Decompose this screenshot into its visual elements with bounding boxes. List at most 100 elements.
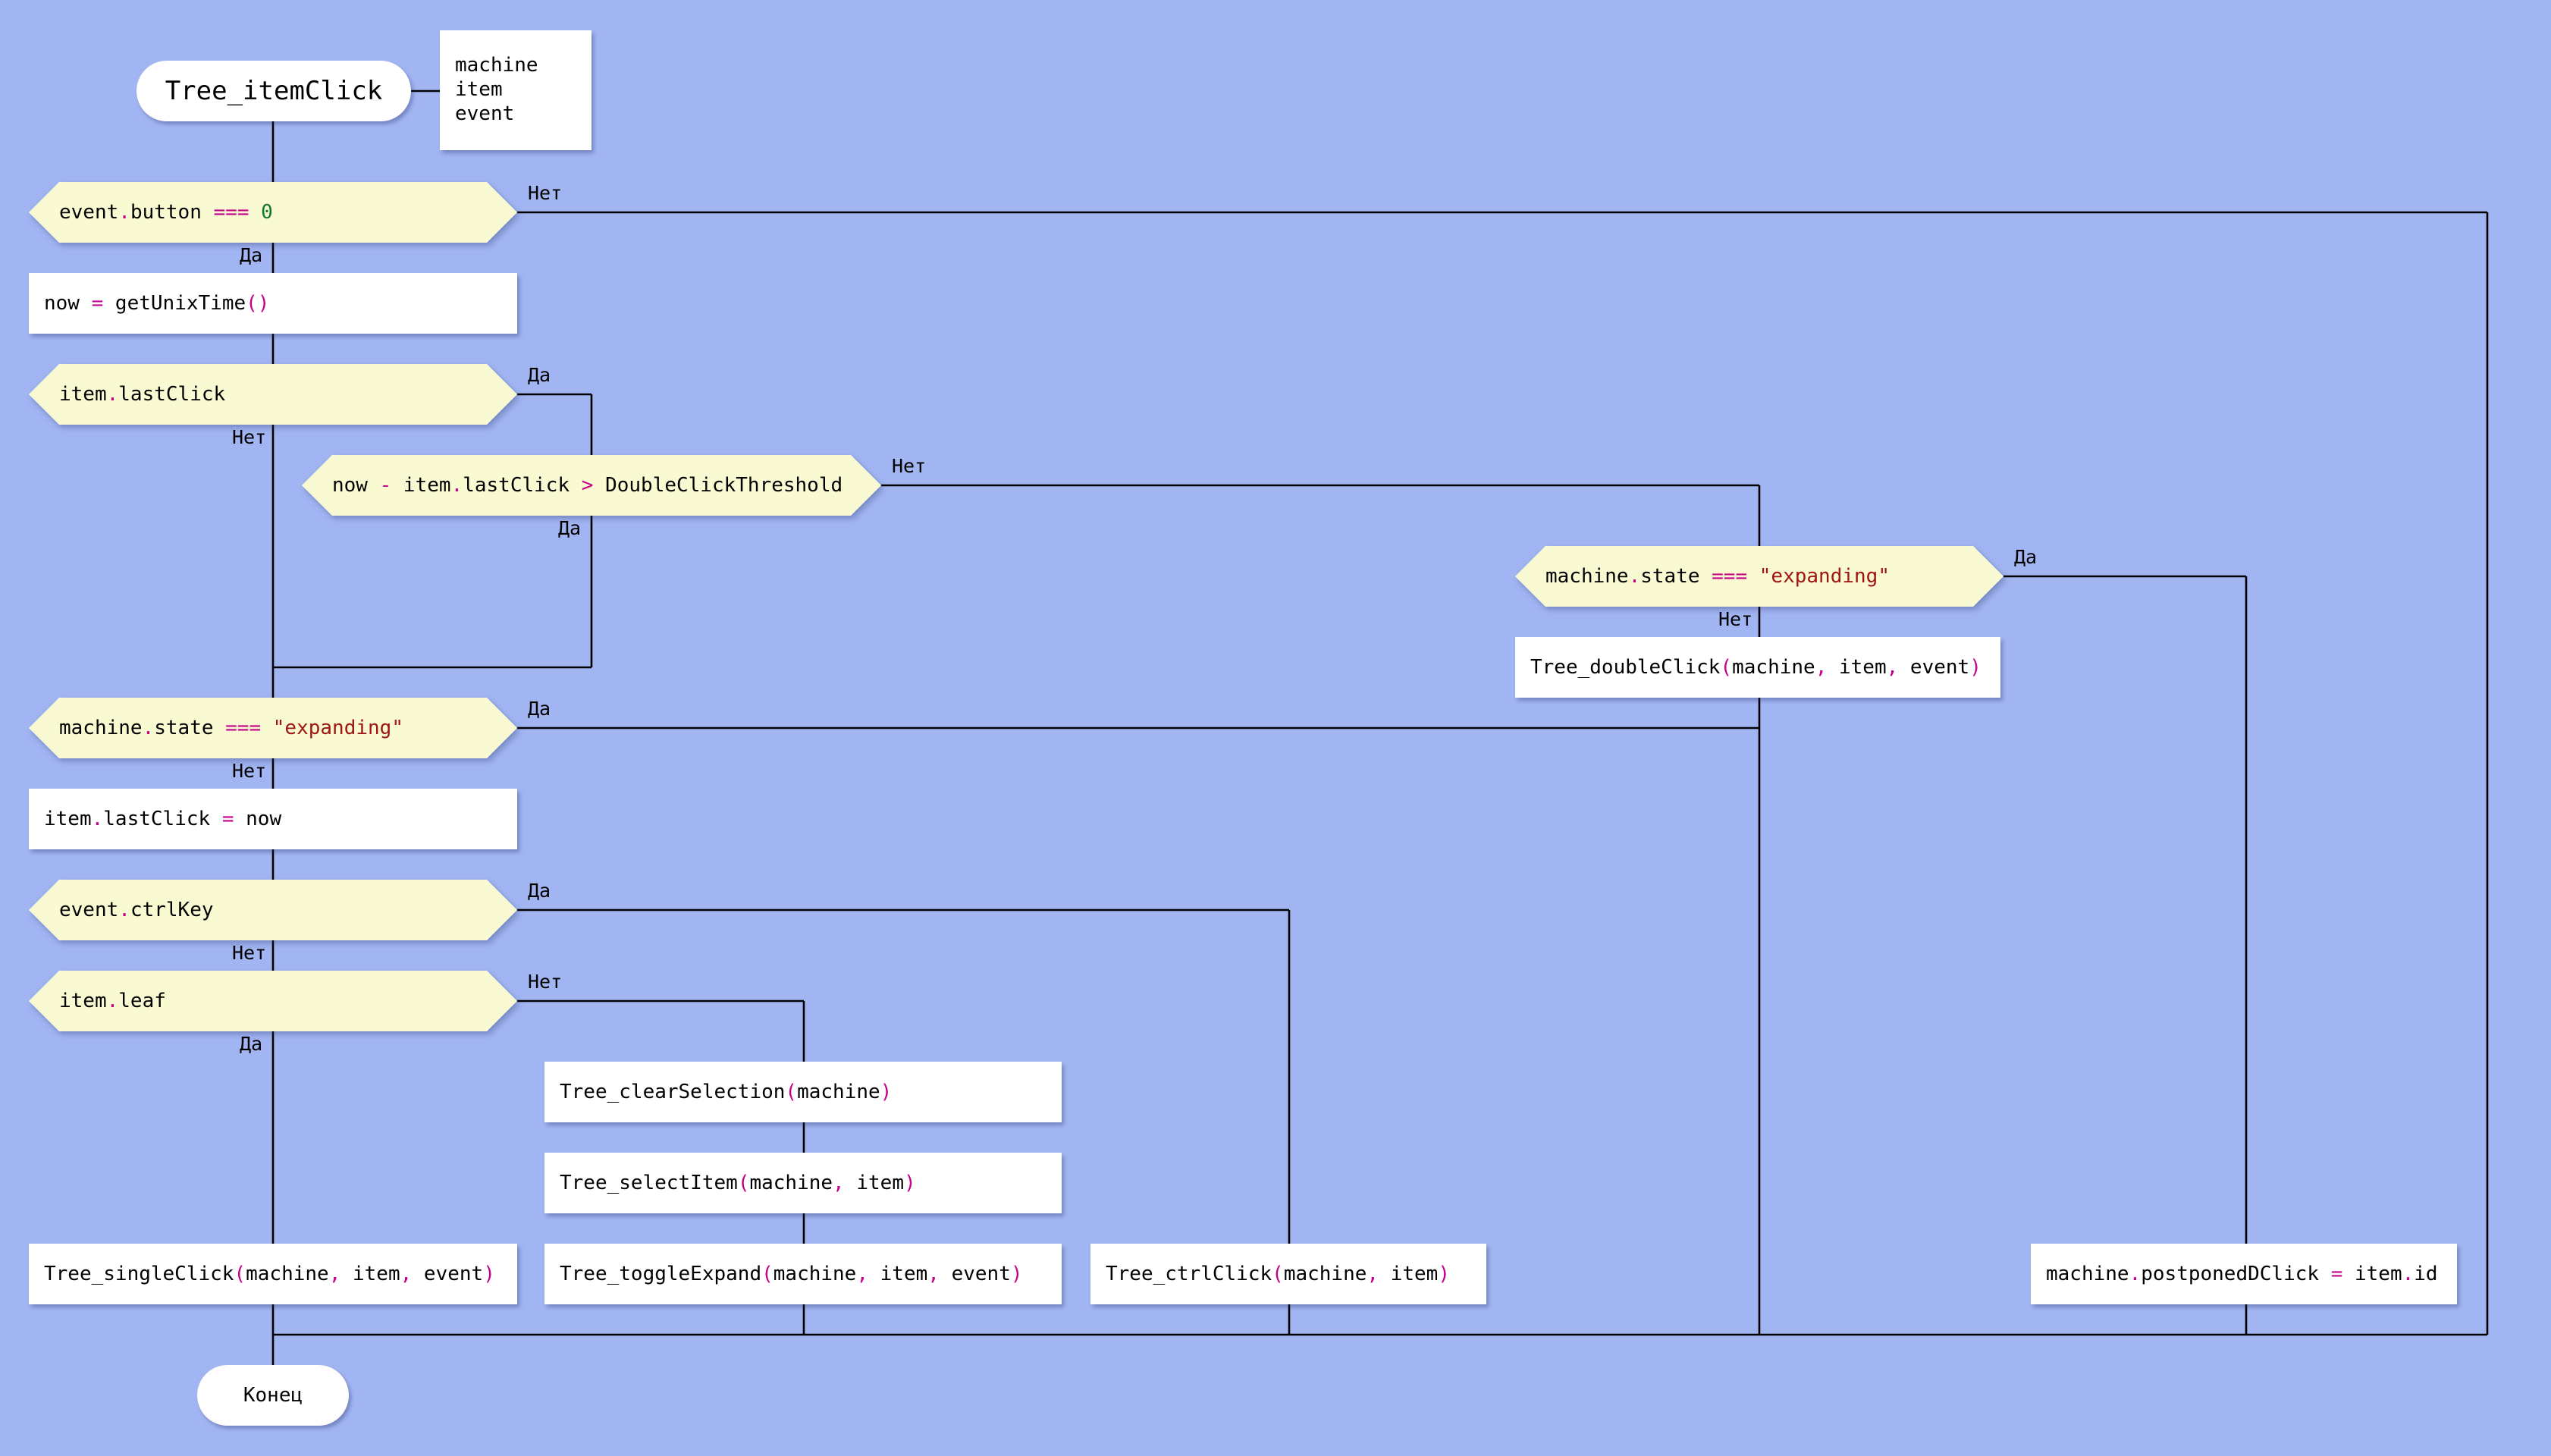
code-token: Tree_ctrlClick xyxy=(1106,1263,1272,1285)
code-token: item xyxy=(340,1263,400,1285)
code-token: now xyxy=(234,808,282,830)
code-token: = xyxy=(221,808,234,830)
branch-label: Нет xyxy=(1718,608,1753,630)
code-token: > xyxy=(581,474,594,497)
code-token: ( xyxy=(1720,656,1733,679)
condition-text: machine.state === "expanding" xyxy=(1515,565,1890,588)
code-token: event xyxy=(59,899,119,921)
code-token: item xyxy=(1827,656,1887,679)
code-token: , xyxy=(856,1263,868,1285)
code-token: ) xyxy=(1438,1263,1450,1285)
branch-label: Нет xyxy=(528,971,563,993)
code-token: machine xyxy=(1732,656,1815,679)
code-token: , xyxy=(400,1263,413,1285)
code-token: postponedDClick xyxy=(2141,1263,2331,1285)
code-token: () xyxy=(246,292,270,315)
code-token: leaf xyxy=(118,990,166,1012)
branch-label: Да xyxy=(528,698,551,720)
branch-label: Да xyxy=(2014,546,2038,568)
condition-text: item.lastClick xyxy=(29,383,225,406)
branch-label: Да xyxy=(240,1033,263,1055)
code-token: ) xyxy=(1969,656,1981,679)
code-token: ( xyxy=(1272,1263,1284,1285)
code-token: , xyxy=(1886,656,1899,679)
condition-item-last-click: item.lastClick xyxy=(29,364,517,425)
code-token: . xyxy=(2129,1263,2142,1285)
code-token: === xyxy=(1712,565,1748,588)
condition-text: item.leaf xyxy=(29,990,166,1012)
code-token: . xyxy=(106,990,119,1012)
code-token: "expanding" xyxy=(1759,565,1890,588)
code-token: now xyxy=(44,292,92,315)
condition-text: machine.state === "expanding" xyxy=(29,717,403,739)
condition-shape xyxy=(29,880,517,940)
action-tree-toggle-expand: Tree_toggleExpand(machine, item, event) xyxy=(544,1244,1062,1304)
code-token: - xyxy=(379,474,392,497)
code-token: Tree_singleClick xyxy=(44,1263,234,1285)
branch-label: Нет xyxy=(232,426,267,448)
action-tree-clear-selection: Tree_clearSelection(machine) xyxy=(544,1062,1062,1122)
code-token: item xyxy=(391,474,451,497)
condition-shape xyxy=(1515,546,2003,607)
start-node: Tree_itemClick xyxy=(136,61,411,121)
code-token: ( xyxy=(761,1263,773,1285)
start-node-label: Tree_itemClick xyxy=(165,76,383,106)
parameter-name: event xyxy=(455,102,515,125)
code-token: machine xyxy=(2046,1263,2129,1285)
action-tree-double-click: Tree_doubleClick(machine, item, event) xyxy=(1515,637,2000,698)
code-token: now xyxy=(332,474,380,497)
code-token: === xyxy=(213,201,249,224)
condition-event-button: event.button === 0 xyxy=(29,182,517,243)
condition-double-click-threshold: now - item.lastClick > DoubleClickThresh… xyxy=(302,455,881,516)
parameter-name: machine xyxy=(455,54,538,77)
code-token: machine xyxy=(59,717,143,739)
code-token: Tree_toggleExpand xyxy=(560,1263,762,1285)
code-token: , xyxy=(1366,1263,1379,1285)
code-token: lastClick xyxy=(118,383,226,406)
code-token: Tree_doubleClick xyxy=(1530,656,1721,679)
action-tree-single-click: Tree_singleClick(machine, item, event) xyxy=(29,1244,517,1304)
code-token: === xyxy=(225,717,262,739)
code-token: ( xyxy=(737,1172,750,1194)
branch-label: Нет xyxy=(232,942,267,964)
condition-item-leaf: item.leaf xyxy=(29,971,517,1031)
action-postponed-double-click: machine.postponedDClick = item.id xyxy=(2031,1244,2457,1304)
code-token xyxy=(261,717,273,739)
code-token: ) xyxy=(1010,1263,1023,1285)
branch-label: Да xyxy=(528,364,551,386)
code-token: ( xyxy=(785,1081,798,1103)
code-token: . xyxy=(118,201,130,224)
code-token: machine xyxy=(246,1263,329,1285)
code-token: = xyxy=(91,292,104,315)
condition-shape xyxy=(29,971,517,1031)
code-token: id xyxy=(2414,1263,2438,1285)
code-token: item xyxy=(59,990,107,1012)
condition-machine-state-expanding-right: machine.state === "expanding" xyxy=(1515,546,2003,607)
code-token: , xyxy=(927,1263,940,1285)
condition-shape xyxy=(29,364,517,425)
branch-label: Да xyxy=(558,517,582,539)
code-token: . xyxy=(1628,565,1641,588)
code-token: machine xyxy=(773,1263,857,1285)
code-token: ) xyxy=(880,1081,893,1103)
condition-text: event.button === 0 xyxy=(29,201,273,224)
code-token: machine xyxy=(797,1081,880,1103)
code-token: machine xyxy=(1283,1263,1367,1285)
condition-shape xyxy=(29,182,517,243)
code-token xyxy=(249,201,261,224)
code-token: = xyxy=(2330,1263,2343,1285)
code-token: item xyxy=(2342,1263,2402,1285)
code-token: machine xyxy=(1545,565,1629,588)
code-token: state xyxy=(1640,565,1712,588)
code-token: item xyxy=(868,1263,928,1285)
code-token: . xyxy=(142,717,155,739)
code-token: Tree_clearSelection xyxy=(560,1081,786,1103)
code-token: event xyxy=(939,1263,1011,1285)
code-token: item xyxy=(59,383,107,406)
code-token: , xyxy=(328,1263,341,1285)
condition-shape xyxy=(302,455,881,516)
code-token: event xyxy=(1898,656,1970,679)
condition-text: event.ctrlKey xyxy=(29,899,214,921)
